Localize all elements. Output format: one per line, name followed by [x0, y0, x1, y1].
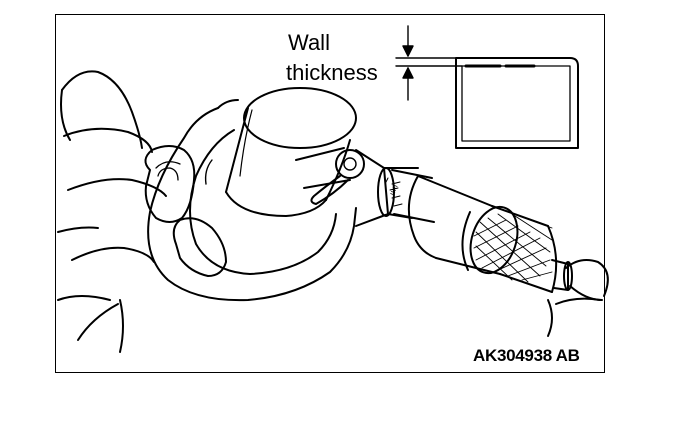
pipe-cross-section [455, 57, 579, 149]
thimble [407, 175, 519, 275]
wall-label-line1: Wall [288, 30, 330, 55]
micrometer-frame [147, 99, 357, 302]
right-hand [547, 259, 609, 337]
pipe-sample [225, 87, 357, 217]
ratchet-cap [551, 259, 573, 291]
sleeve-scale-marks: ııııı [387, 183, 399, 197]
ratchet-knurl [461, 205, 558, 293]
spindle-and-sleeve [295, 147, 435, 227]
left-hand [57, 70, 196, 353]
wall-thickness-dimension [395, 25, 463, 101]
figure-code: AK304938 AB [473, 346, 580, 365]
wall-label-line2: thickness [286, 60, 378, 85]
